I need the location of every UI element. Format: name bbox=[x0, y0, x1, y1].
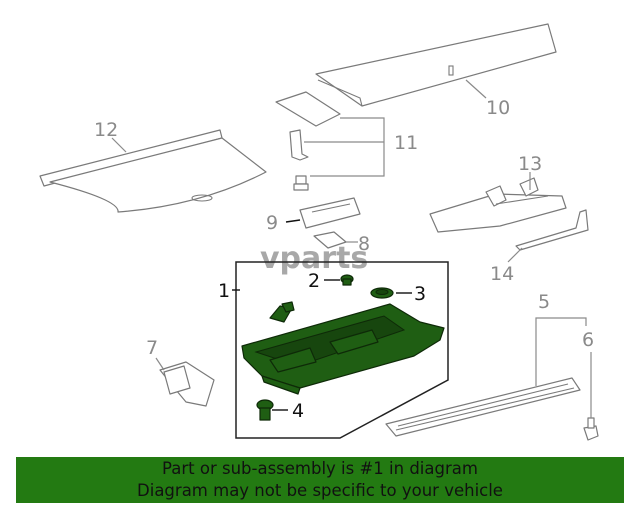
callout-3: 3 bbox=[414, 283, 426, 305]
leader-11-a bbox=[310, 117, 385, 177]
banner-line-1: Part or sub-assembly is #1 in diagram bbox=[162, 459, 478, 478]
callout-12: 12 bbox=[94, 119, 118, 141]
part-11-hardware[interactable] bbox=[275, 91, 341, 191]
watermark-logo: vparts bbox=[260, 241, 368, 276]
callout-14: 14 bbox=[490, 263, 514, 285]
fitment-banner: Part or sub-assembly is #1 in diagram Di… bbox=[16, 457, 624, 503]
callout-8: 8 bbox=[358, 233, 370, 255]
part-4-fastener[interactable] bbox=[256, 399, 274, 421]
callout-13: 13 bbox=[518, 153, 542, 175]
banner-line-2: Diagram may not be specific to your vehi… bbox=[137, 481, 503, 500]
part-12-tonneau-cover[interactable] bbox=[39, 129, 267, 213]
leader-7 bbox=[155, 357, 165, 371]
part-5-scuff-plate[interactable] bbox=[385, 377, 581, 437]
part-10-deck-board[interactable] bbox=[315, 23, 557, 107]
parts-diagram: 10 11 12 13 14 9 8 vparts bbox=[39, 23, 599, 441]
leader-14 bbox=[507, 247, 523, 263]
part-2-clip[interactable] bbox=[340, 274, 354, 286]
part-9-bracket[interactable] bbox=[299, 197, 361, 229]
leader-9 bbox=[285, 219, 301, 223]
callout-10: 10 bbox=[486, 97, 510, 119]
part-13-jack[interactable] bbox=[429, 177, 567, 233]
leader-10 bbox=[465, 79, 487, 99]
part-1-storage-tray[interactable] bbox=[241, 303, 445, 395]
callout-1: 1 bbox=[218, 280, 230, 302]
callout-4: 4 bbox=[292, 400, 304, 422]
part-1-bolt[interactable] bbox=[269, 301, 295, 323]
callout-5: 5 bbox=[538, 291, 550, 313]
part-7-bracket[interactable] bbox=[159, 361, 215, 407]
callout-6: 6 bbox=[582, 329, 594, 351]
callout-11: 11 bbox=[394, 132, 418, 154]
leader-5 bbox=[535, 317, 587, 386]
callout-9: 9 bbox=[266, 212, 278, 234]
leader-12 bbox=[111, 137, 127, 153]
assembly-1-frame bbox=[235, 261, 449, 439]
part-6-clip[interactable] bbox=[583, 417, 599, 441]
callout-2: 2 bbox=[308, 270, 320, 292]
callout-7: 7 bbox=[146, 337, 158, 359]
part-3-cap[interactable] bbox=[370, 287, 394, 299]
